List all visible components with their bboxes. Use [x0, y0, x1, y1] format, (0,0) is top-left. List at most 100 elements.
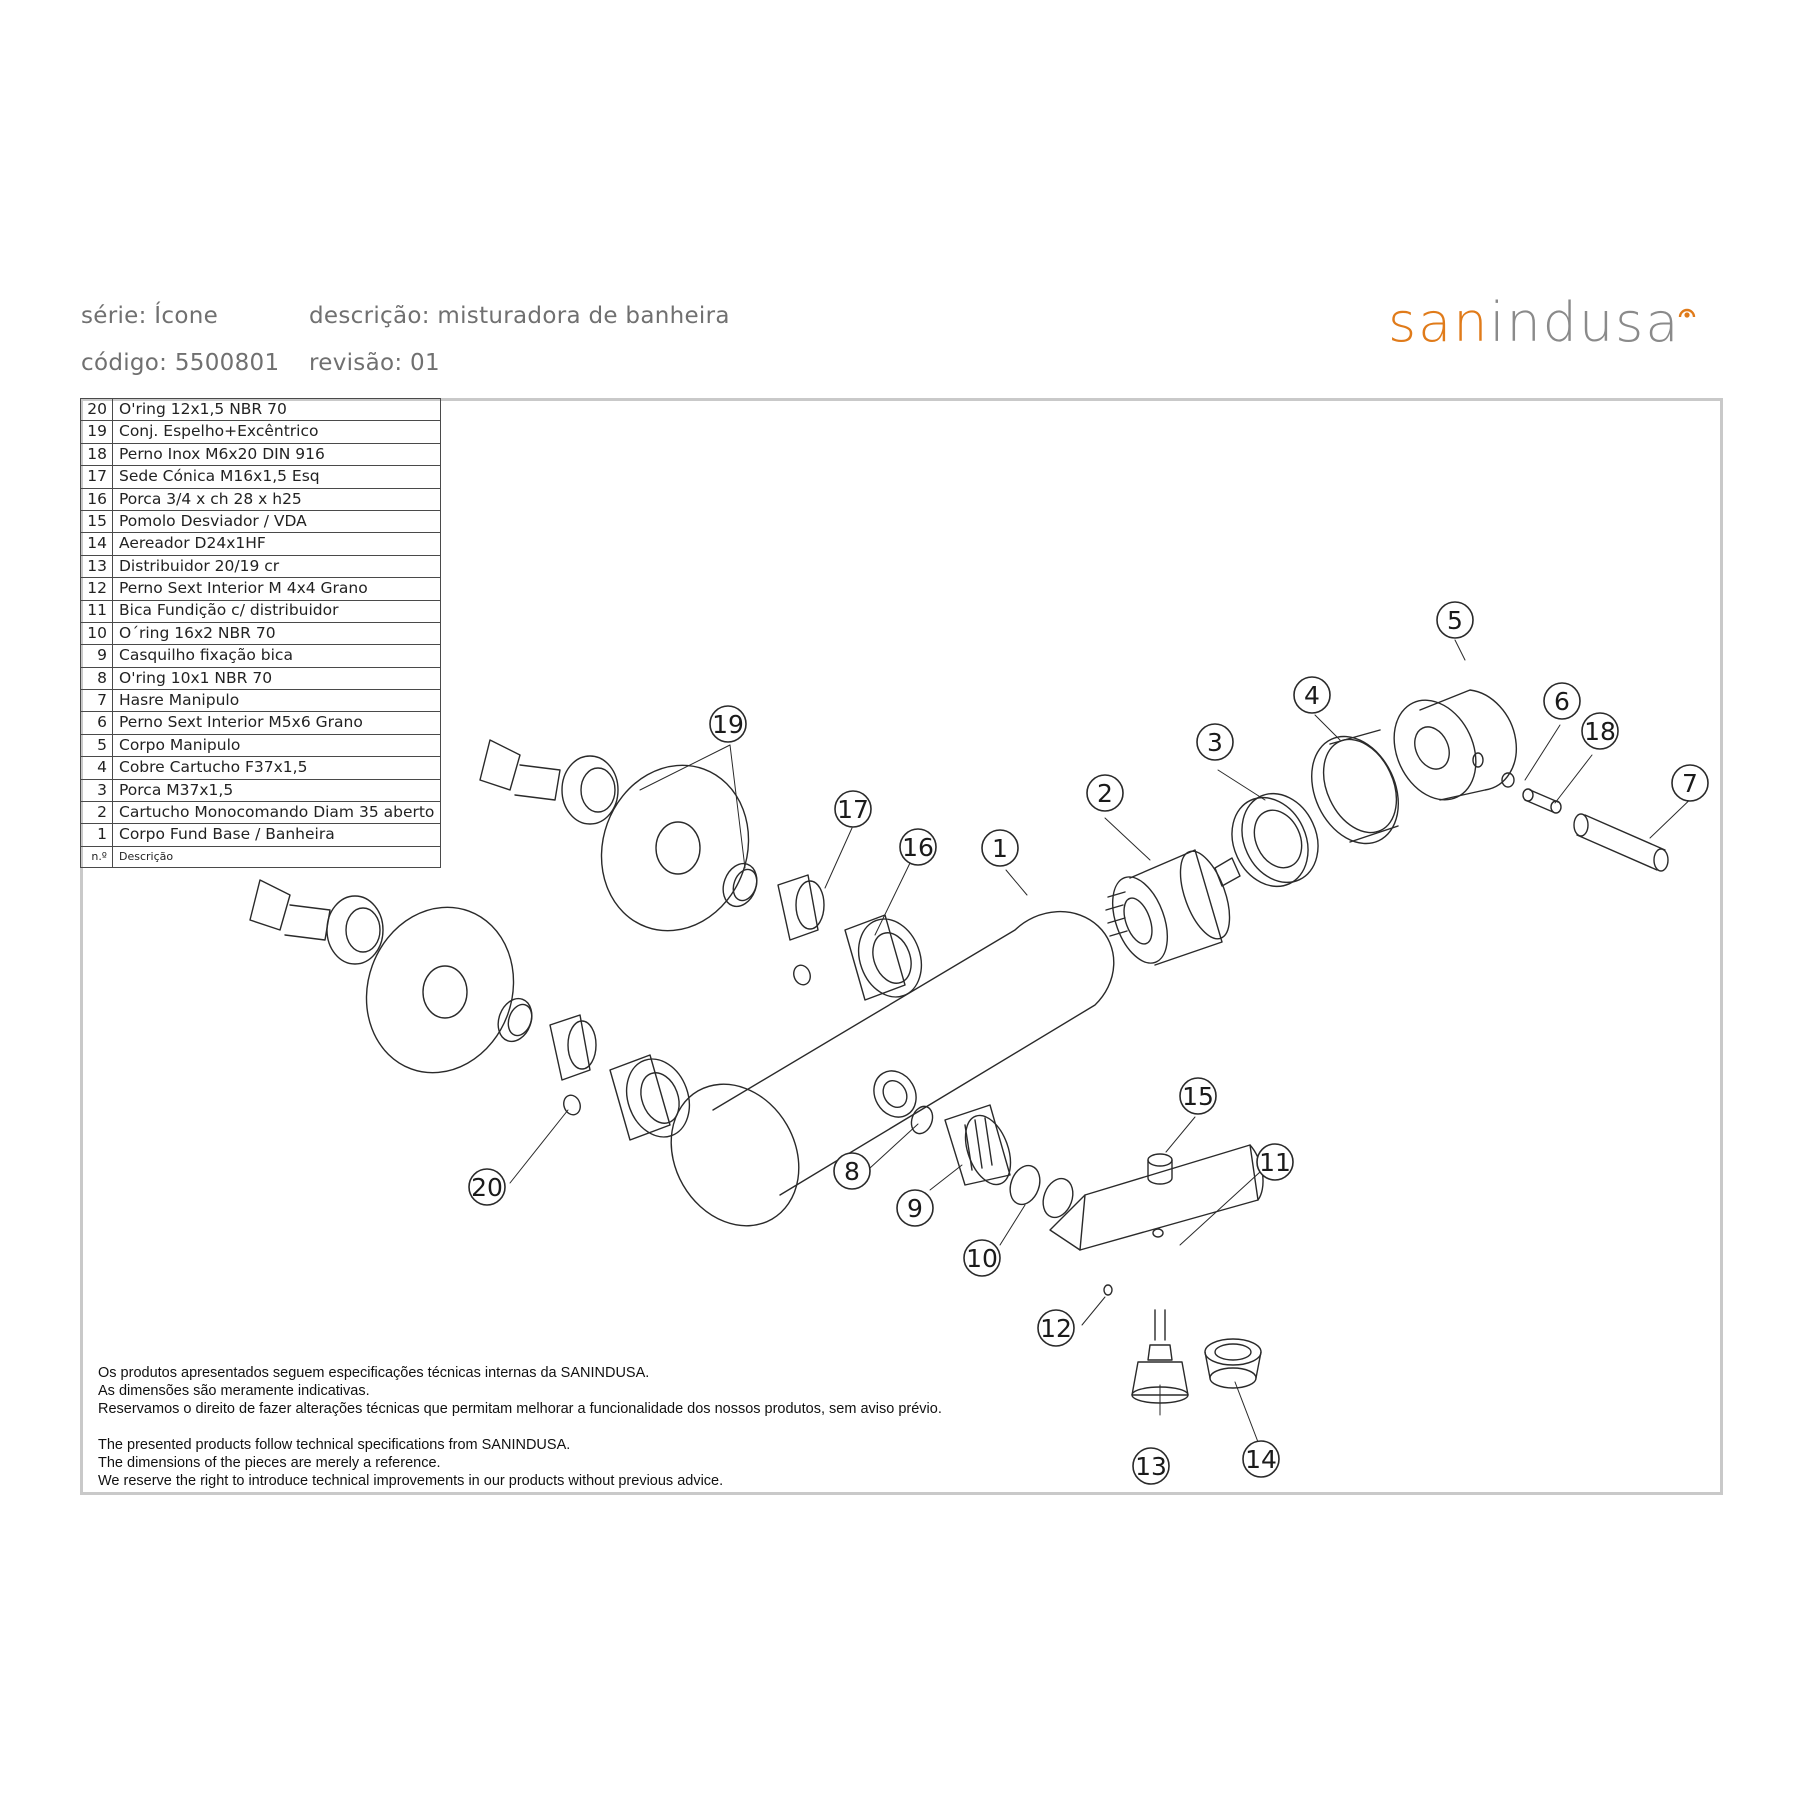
- note-en-3: We reserve the right to introduce techni…: [98, 1473, 724, 1489]
- callout-circle: [1581, 712, 1619, 750]
- part-description: Casquilho fixação bica: [111, 644, 442, 668]
- part-17-upper-seat-shape: [777, 874, 825, 941]
- part-19-lower-eccentric-shape: [249, 879, 384, 965]
- oring-lower-shape: [497, 997, 533, 1043]
- part-description: Corpo Fund Base / Banheira: [111, 823, 442, 847]
- callout-number: 4: [1304, 681, 1320, 710]
- callout-circle: [1037, 1309, 1075, 1347]
- callout-circle: [1671, 764, 1709, 802]
- note-en-1: The presented products follow technical …: [98, 1437, 571, 1453]
- part-number: 20: [80, 397, 113, 422]
- part-12-screw-shape: [1103, 1284, 1113, 1296]
- callout-circle: [899, 828, 937, 866]
- callout-14: 14: [1242, 1440, 1280, 1478]
- part-16-upper-nut-shape: [844, 914, 923, 1001]
- note-en-2: The dimensions of the pieces are merely …: [98, 1455, 441, 1471]
- callout-number: 6: [1554, 687, 1570, 716]
- part-3-nut-shape: [1231, 792, 1319, 888]
- callout-6: 6: [1543, 682, 1581, 720]
- callout-2: 2: [1086, 774, 1124, 812]
- callout-circle: [834, 790, 872, 828]
- part-number: 19: [80, 420, 113, 444]
- callout-18: 18: [1581, 712, 1619, 750]
- callout-circle: [468, 1168, 506, 1206]
- part-6-screw-shape: [1501, 772, 1515, 788]
- part-19-lower-mirror-shape: [365, 906, 515, 1074]
- callout-number: 10: [966, 1244, 998, 1273]
- header-description: Descrição: [111, 845, 442, 868]
- drawing-frame: [80, 398, 1723, 1495]
- callout-20: 20: [468, 1168, 506, 1206]
- note-pt-3: Reservamos o direito de fazer alterações…: [98, 1401, 942, 1417]
- part-5-handle-shape: [1393, 689, 1517, 801]
- part-18-pin-shape: [1522, 788, 1562, 814]
- callout-number: 1: [992, 834, 1008, 863]
- callout-circle: [1242, 1440, 1280, 1478]
- part-17-lower-seat-shape: [549, 1014, 597, 1081]
- callout-circle: [709, 705, 747, 743]
- leader-lines: [509, 639, 1701, 1443]
- part-7-lever-shape: [1573, 813, 1669, 872]
- callout-13: 13: [1132, 1447, 1170, 1485]
- part-16-lower-nut-shape: [609, 1054, 691, 1141]
- revisao-label: revisão: 01: [309, 350, 440, 376]
- part-description: Conj. Espelho+Excêntrico: [111, 420, 442, 444]
- callout-9: 9: [896, 1189, 934, 1227]
- part-description: O´ring 16x2 NBR 70: [111, 621, 442, 646]
- callout-5: 5: [1436, 601, 1474, 639]
- callout-10: 10: [963, 1239, 1001, 1277]
- callout-number: 2: [1097, 779, 1113, 808]
- part-11-spout-shape: [1049, 1144, 1264, 1251]
- sanindusa-logo: sanindusa: [1388, 296, 1680, 350]
- part-description: O'ring 12x1,5 NBR 70: [111, 397, 442, 422]
- callout-16: 16: [899, 828, 937, 866]
- note-pt-2: As dimensões são meramente indicativas.: [98, 1383, 370, 1399]
- callout-number: 19: [712, 710, 744, 739]
- callout-circle: [963, 1239, 1001, 1277]
- callout-7: 7: [1671, 764, 1709, 802]
- part-19-upper-mirror-shape: [600, 764, 750, 932]
- part-2-cartridge-shape: [1105, 849, 1241, 966]
- callout-17: 17: [834, 790, 872, 828]
- logo-text-san: san: [1388, 291, 1490, 354]
- part-description: Distribuidor 20/19 cr: [111, 554, 442, 579]
- logo-text-indusa: indusa: [1489, 291, 1681, 354]
- callout-number: 15: [1182, 1082, 1214, 1111]
- callout-number: 7: [1682, 769, 1698, 798]
- part-14-aerator-shape: [1204, 1338, 1262, 1389]
- callout-circle: [896, 1189, 934, 1227]
- callout-circle: [833, 1152, 871, 1190]
- part-description: Bica Fundição c/ distribuidor: [111, 599, 442, 623]
- callout-circle: [981, 829, 1019, 867]
- part-19-upper-eccentric-shape: [479, 739, 619, 825]
- serie-label: série: Ícone: [81, 303, 219, 329]
- callout-8: 8: [833, 1152, 871, 1190]
- logo-mark-icon: [1678, 308, 1696, 318]
- callout-number: 13: [1135, 1452, 1167, 1481]
- part-number: 10: [80, 621, 113, 646]
- callout-number: 14: [1245, 1445, 1277, 1474]
- callout-number: 20: [471, 1173, 503, 1202]
- part-description: Perno Inox M6x20 DIN 916: [111, 442, 442, 467]
- callout-number: 3: [1207, 728, 1223, 757]
- part-description: Cartucho Monocomando Diam 35 aberto: [111, 801, 442, 825]
- part-10-oring-shape: [1009, 1164, 1074, 1219]
- callout-number: 9: [907, 1194, 923, 1223]
- part-number: 15: [80, 509, 113, 534]
- part-description: Porca M37x1,5: [111, 778, 442, 803]
- part-description: Pomolo Desviador / VDA: [111, 509, 442, 534]
- part-15-knob-shape: [1147, 1153, 1173, 1185]
- callout-circle: [1196, 723, 1234, 761]
- callout-circle: [1436, 601, 1474, 639]
- callout-circle: [1543, 682, 1581, 720]
